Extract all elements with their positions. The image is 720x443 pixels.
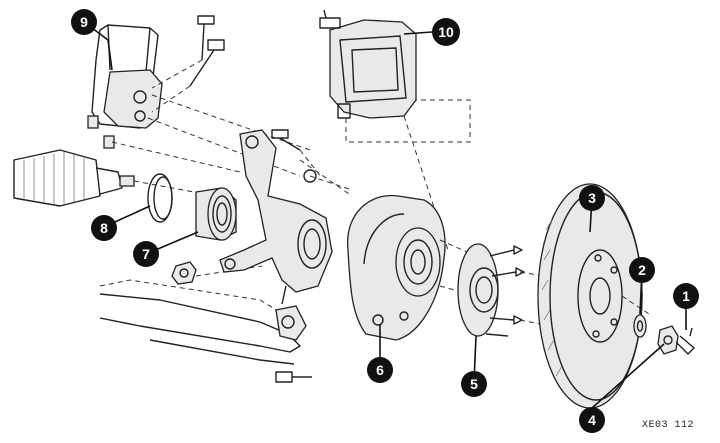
callout-9-number: 9 bbox=[80, 14, 88, 30]
callout-3: 3 bbox=[579, 185, 605, 211]
steering-knuckle-drawing bbox=[219, 129, 353, 293]
hub-nut-drawing bbox=[657, 325, 679, 355]
callout-10: 10 bbox=[432, 18, 460, 46]
strut-bracket-drawing bbox=[87, 15, 311, 177]
washer-drawing bbox=[633, 314, 647, 338]
callout-4: 4 bbox=[579, 407, 605, 433]
callout-3-number: 3 bbox=[588, 190, 596, 206]
callout-6: 6 bbox=[367, 357, 393, 383]
callout-1-number: 1 bbox=[682, 288, 690, 304]
callout-9: 9 bbox=[71, 9, 97, 35]
callout-7: 7 bbox=[133, 241, 159, 267]
callout-7-number: 7 bbox=[142, 246, 150, 262]
wheel-bearing-drawing bbox=[195, 187, 237, 241]
callout-6-number: 6 bbox=[376, 362, 384, 378]
callout-2-number: 2 bbox=[638, 262, 646, 278]
callout-2: 2 bbox=[629, 257, 655, 283]
lower-arm-drawing bbox=[99, 279, 312, 383]
callout-5-number: 5 bbox=[470, 376, 478, 392]
callout-1: 1 bbox=[673, 283, 699, 309]
splash-shield-drawing bbox=[347, 194, 477, 341]
callout-8: 8 bbox=[91, 215, 117, 241]
figure-reference-code: XE03 112 bbox=[641, 420, 694, 431]
split-pin-drawing bbox=[675, 327, 695, 355]
callout-10-number: 10 bbox=[438, 24, 454, 40]
callout-5: 5 bbox=[461, 371, 487, 397]
callout-4-number: 4 bbox=[588, 412, 596, 428]
circlip-drawing bbox=[147, 173, 173, 223]
callout-8-number: 8 bbox=[100, 220, 108, 236]
drive-shaft-drawing bbox=[13, 149, 239, 207]
brake-disc-drawing bbox=[537, 183, 653, 409]
